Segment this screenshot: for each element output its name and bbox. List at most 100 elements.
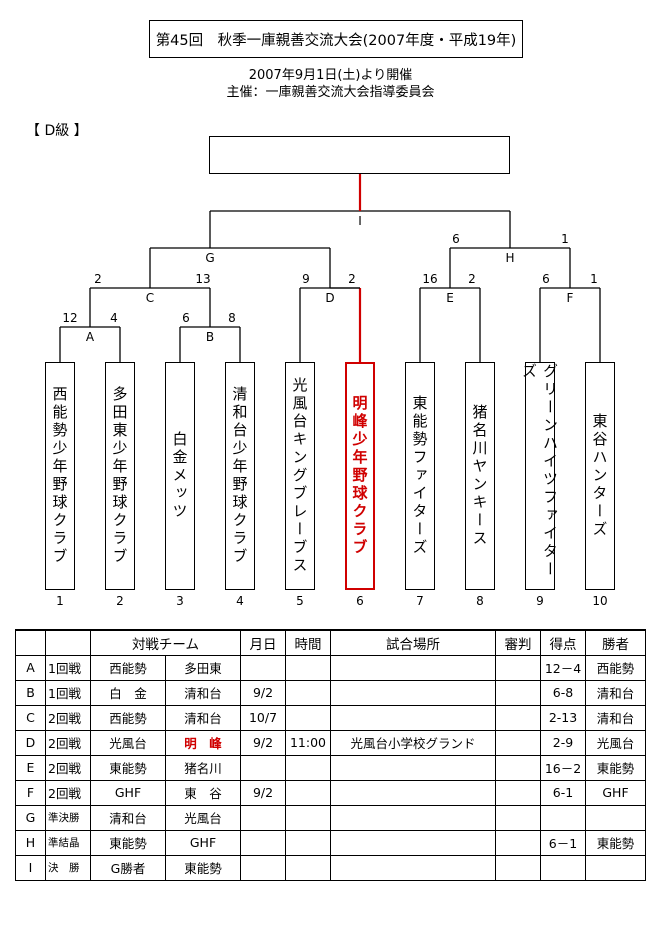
date-line: 2007年9月1日(土)より開催 xyxy=(248,68,413,83)
row-time xyxy=(285,704,331,731)
row-time xyxy=(285,779,331,806)
table-row: A 1回戦 西能勢 多田東 12－4 西能勢 xyxy=(15,654,646,681)
header-round xyxy=(45,629,91,656)
row-venue xyxy=(330,754,496,781)
team-name-10: 東谷ハンターズ xyxy=(590,413,609,539)
table-row: I 決 勝 G勝者 東能勢 xyxy=(15,854,646,881)
row-umpire xyxy=(495,704,541,731)
row-date: 9/2 xyxy=(240,679,286,706)
team-name-5: 光風台キングブレーブス xyxy=(290,377,309,575)
row-team1: 光風台 xyxy=(90,729,166,756)
row-team2: 清和台 xyxy=(165,679,241,706)
header-date: 月日 xyxy=(240,629,286,656)
row-date xyxy=(240,854,286,881)
table-row: F 2回戦 GHF 東 谷 9/2 6-1 GHF xyxy=(15,779,646,806)
row-round: 決 勝 xyxy=(45,854,91,881)
match-label-d: D xyxy=(325,291,335,305)
row-time xyxy=(285,754,331,781)
row-score: 2-9 xyxy=(540,729,586,756)
row-team1: 清和台 xyxy=(90,804,166,831)
row-score: 6-8 xyxy=(540,679,586,706)
table-row: E 2回戦 東能勢 猪名川 16－2 東能勢 xyxy=(15,754,646,781)
team-card-5: 光風台キングブレーブス xyxy=(285,362,315,590)
team-card-1: 西能勢少年野球クラブ xyxy=(45,362,75,590)
match-label-i: I xyxy=(358,214,362,228)
match-label-e: E xyxy=(446,291,454,305)
score-h-right: 1 xyxy=(561,232,569,246)
row-team2: 多田東 xyxy=(165,654,241,681)
table-row: B 1回戦 白 金 清和台 9/2 6-8 清和台 xyxy=(15,679,646,706)
score-h-left: 6 xyxy=(452,232,460,246)
row-team1: 東能勢 xyxy=(90,754,166,781)
row-round: 1回戦 xyxy=(45,654,91,681)
row-winner: 清和台 xyxy=(585,704,646,731)
score-b-left: 6 xyxy=(182,311,190,325)
row-team2: 東 谷 xyxy=(165,779,241,806)
table-row: G 準決勝 清和台 光風台 xyxy=(15,804,646,831)
score-e-left: 16 xyxy=(422,272,438,286)
match-label-f: F xyxy=(566,291,574,305)
row-id: B xyxy=(15,679,46,706)
row-winner: 光風台 xyxy=(585,729,646,756)
match-label-h: H xyxy=(505,251,515,265)
header-match: 対戦チーム xyxy=(90,629,241,656)
row-date xyxy=(240,829,286,856)
row-winner xyxy=(585,804,646,831)
team-name-6: 明峰少年野球クラブ xyxy=(350,395,369,557)
bracket-lines xyxy=(59,174,601,362)
row-umpire xyxy=(495,729,541,756)
row-team1: 白 金 xyxy=(90,679,166,706)
table-row: C 2回戦 西能勢 清和台 10/7 2-13 清和台 xyxy=(15,704,646,731)
row-score xyxy=(540,854,586,881)
team-card-8: 猪名川ヤンキース xyxy=(465,362,495,590)
row-venue xyxy=(330,854,496,881)
row-id: D xyxy=(15,729,46,756)
row-time xyxy=(285,804,331,831)
header-empty xyxy=(15,629,46,656)
team-card-6: 明峰少年野球クラブ xyxy=(345,362,375,590)
row-umpire xyxy=(495,829,541,856)
score-b-right: 8 xyxy=(228,311,236,325)
score-f-left: 6 xyxy=(542,272,550,286)
row-team1: 東能勢 xyxy=(90,829,166,856)
row-winner: 東能勢 xyxy=(585,754,646,781)
header-winner: 勝者 xyxy=(585,629,646,656)
score-c-left: 2 xyxy=(94,272,102,286)
row-team2-highlighted: 明 峰 xyxy=(165,729,241,756)
row-team2: 清和台 xyxy=(165,704,241,731)
score-e-right: 2 xyxy=(468,272,476,286)
row-score: 6－1 xyxy=(540,829,586,856)
team-name-4: 清和台少年野球クラブ xyxy=(230,386,249,566)
score-a-left: 12 xyxy=(62,311,78,325)
row-winner xyxy=(585,854,646,881)
table-header-row: 対戦チーム 月日 時間 試合場所 審判 得点 勝者 xyxy=(15,629,646,656)
level-label: 【 D級 】 xyxy=(26,123,88,139)
team-card-2: 多田東少年野球クラブ xyxy=(105,362,135,590)
match-label-b: B xyxy=(205,330,215,344)
team-card-4: 清和台少年野球クラブ xyxy=(225,362,255,590)
team-number-1: 1 xyxy=(56,594,64,608)
row-venue: 光風台小学校グランド xyxy=(330,729,496,756)
row-winner: GHF xyxy=(585,779,646,806)
match-label-c: C xyxy=(145,291,155,305)
row-team2: 光風台 xyxy=(165,804,241,831)
header-venue: 試合場所 xyxy=(330,629,496,656)
team-number-3: 3 xyxy=(176,594,184,608)
row-score: 2-13 xyxy=(540,704,586,731)
row-time xyxy=(285,654,331,681)
table-row: H 準結晶 東能勢 GHF 6－1 東能勢 xyxy=(15,829,646,856)
team-name-8: 猪名川ヤンキース xyxy=(470,404,489,548)
row-venue xyxy=(330,654,496,681)
row-venue xyxy=(330,829,496,856)
row-round: 2回戦 xyxy=(45,729,91,756)
table-row: D 2回戦 光風台 明 峰 9/2 11:00 光風台小学校グランド 2-9 光… xyxy=(15,729,646,756)
row-venue xyxy=(330,679,496,706)
score-d-left: 9 xyxy=(302,272,310,286)
team-card-9: グリーンハイツファイターズ xyxy=(520,362,559,590)
row-id: F xyxy=(15,779,46,806)
row-winner: 西能勢 xyxy=(585,654,646,681)
header-score: 得点 xyxy=(540,629,586,656)
team-name-2: 多田東少年野球クラブ xyxy=(110,386,129,566)
row-team2: 東能勢 xyxy=(165,854,241,881)
row-id: A xyxy=(15,654,46,681)
